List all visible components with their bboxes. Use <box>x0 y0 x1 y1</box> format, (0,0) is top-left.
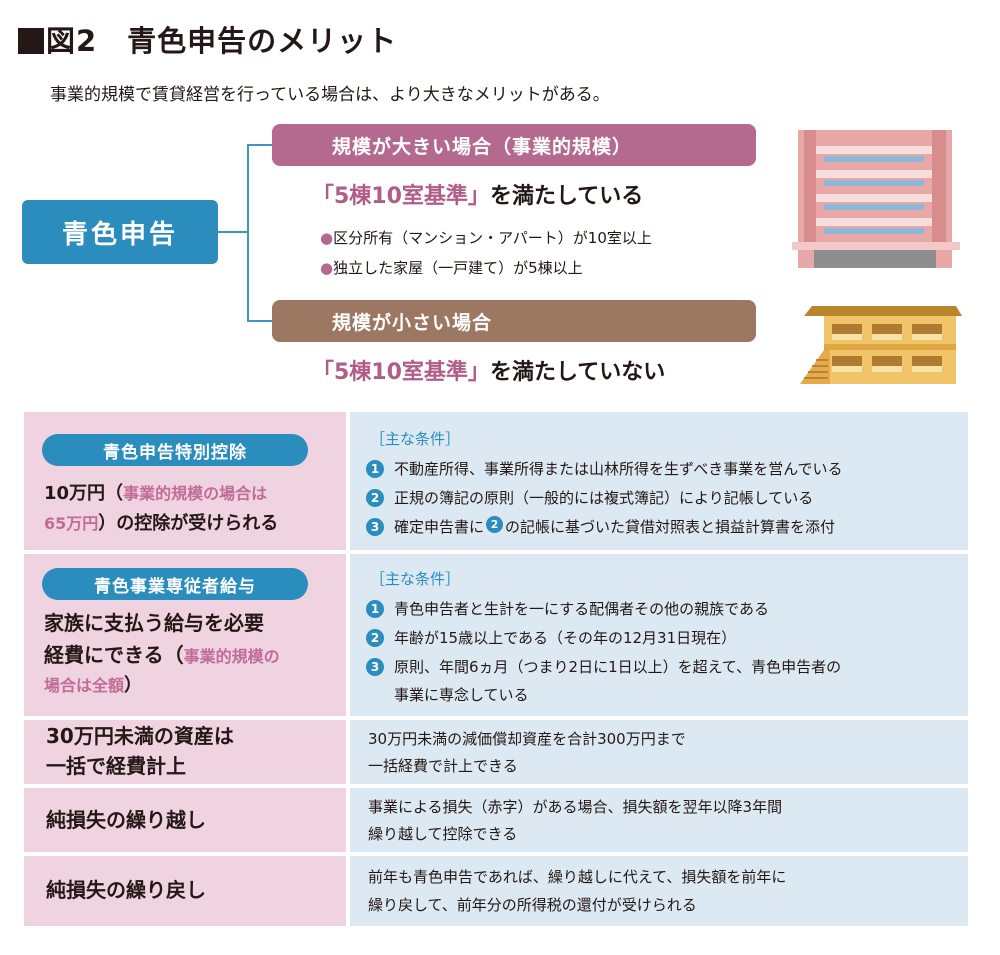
number-1-icon: 1 <box>366 460 384 478</box>
row5-left-cell <box>24 856 346 926</box>
large-bullet-1: ●区分所有（マンション・アパート）が10室以上 <box>320 229 652 247</box>
figure-subtitle: 事業的規模で賃貸経営を行っている場合は、より大きなメリットがある。 <box>50 85 610 105</box>
large-bullet-2: ●独立した家屋（一戸建て）が5棟以上 <box>320 259 583 277</box>
row4-right-line1: 事業による損失（赤字）がある場合、損失額を翌年以降3年間 <box>368 798 783 816</box>
row1-conditions-label: ［主な条件］ <box>370 430 461 448</box>
row3-right-cell <box>350 720 968 784</box>
table-row-special-deduction: 青色申告特別控除 10万円（事業的規模の場合は 65万円）の控除が受けられる ［… <box>24 412 968 550</box>
table-row-family-salary: 青色事業専従者給与 家族に支払う給与を必要 経費にできる（事業的規模の 場合は全… <box>24 554 968 716</box>
aoiro-root-box: 青色申告 <box>22 200 218 264</box>
inline-number-2-icon: 2 <box>486 516 504 533</box>
row5-right-cell <box>350 856 968 926</box>
tree-connector-vertical <box>247 144 249 322</box>
row4-left-cell <box>24 788 346 852</box>
row5-right-line1: 前年も青色申告であれば、繰り越しに代えて、損失額を前年に <box>368 868 787 886</box>
row3-left-line2: 一括で経費計上 <box>46 754 186 778</box>
tree-connector-bottom <box>247 320 273 322</box>
row2-condition-3-cont: 事業に専念している <box>394 686 529 704</box>
row1-right-cell <box>350 412 968 550</box>
number-2-icon: 2 <box>366 489 384 507</box>
row4-right-cell <box>350 788 968 852</box>
table-row-small-assets: 30万円未満の資産は 一括で経費計上 30万円未満の減価償却資産を合計300万円… <box>24 720 968 784</box>
large-standard-text: 「5棟10室基準」を満たしている <box>312 184 644 209</box>
bullet-dot-icon: ● <box>320 229 334 247</box>
pill-special-deduction: 青色申告特別控除 <box>42 434 308 466</box>
row4-left: 純損失の繰り越し <box>46 808 206 832</box>
apartment-building-icon <box>792 130 960 268</box>
large-scale-band: 規模が大きい場合（事業的規模） <box>272 124 756 166</box>
row3-right-line2: 一括経費で計上できる <box>368 757 518 775</box>
bullet-dot-icon: ● <box>320 259 334 277</box>
square-mark-icon <box>18 28 44 54</box>
table-row-loss-carryforward: 純損失の繰り越し 事業による損失（赤字）がある場合、損失額を翌年以降3年間 繰り… <box>24 788 968 852</box>
pill-family-salary: 青色事業専従者給与 <box>42 568 308 600</box>
row5-right-line2: 繰り戻して、前年分の所得税の還付が受けられる <box>368 896 697 914</box>
row5-left: 純損失の繰り戻し <box>46 878 206 902</box>
row2-left-line3: 場合は全額） <box>44 675 143 696</box>
row1-left-line1: 10万円（事業的規模の場合は <box>44 483 268 504</box>
figure-title: 図2 青色申告のメリット <box>18 18 397 60</box>
number-2-icon: 2 <box>366 629 384 647</box>
tree-connector-stem <box>218 231 248 233</box>
row2-right-cell <box>350 554 968 716</box>
row4-right-line2: 繰り越して控除できる <box>368 825 518 843</box>
row2-left-line1: 家族に支払う給与を必要 <box>44 611 264 635</box>
number-1-icon: 1 <box>366 600 384 618</box>
row3-left-cell <box>24 720 346 784</box>
row3-right-line1: 30万円未満の減価償却資産を合計300万円まで <box>368 730 686 748</box>
tree-connector-top <box>247 144 273 146</box>
table-row-loss-carryback: 純損失の繰り戻し 前年も青色申告であれば、繰り越しに代えて、損失額を前年に 繰り… <box>24 856 968 926</box>
small-scale-band: 規模が小さい場合 <box>272 300 756 342</box>
row1-left-line2: 65万円）の控除が受けられる <box>44 513 279 534</box>
small-standard-text: 「5棟10室基準」を満たしていない <box>312 360 666 385</box>
row2-conditions-label: ［主な条件］ <box>370 570 461 588</box>
number-3-icon: 3 <box>366 658 384 676</box>
row2-left-line2: 経費にできる（事業的規模の <box>44 643 280 667</box>
row3-left-line1: 30万円未満の資産は <box>46 724 234 748</box>
number-3-icon: 3 <box>366 518 384 536</box>
apartment-house-icon <box>800 306 962 384</box>
